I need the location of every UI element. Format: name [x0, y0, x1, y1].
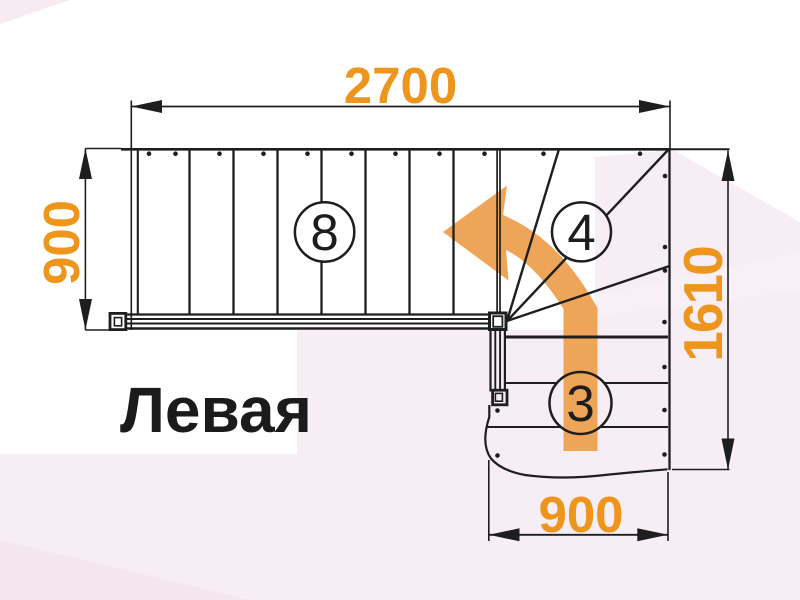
svg-text:900: 900: [33, 200, 90, 285]
svg-text:900: 900: [538, 486, 623, 543]
svg-text:4: 4: [567, 204, 595, 261]
svg-text:8: 8: [310, 204, 338, 261]
svg-text:2700: 2700: [344, 57, 457, 114]
svg-text:1610: 1610: [672, 247, 734, 362]
svg-text:Левая: Левая: [120, 374, 312, 446]
svg-text:3: 3: [566, 375, 594, 432]
